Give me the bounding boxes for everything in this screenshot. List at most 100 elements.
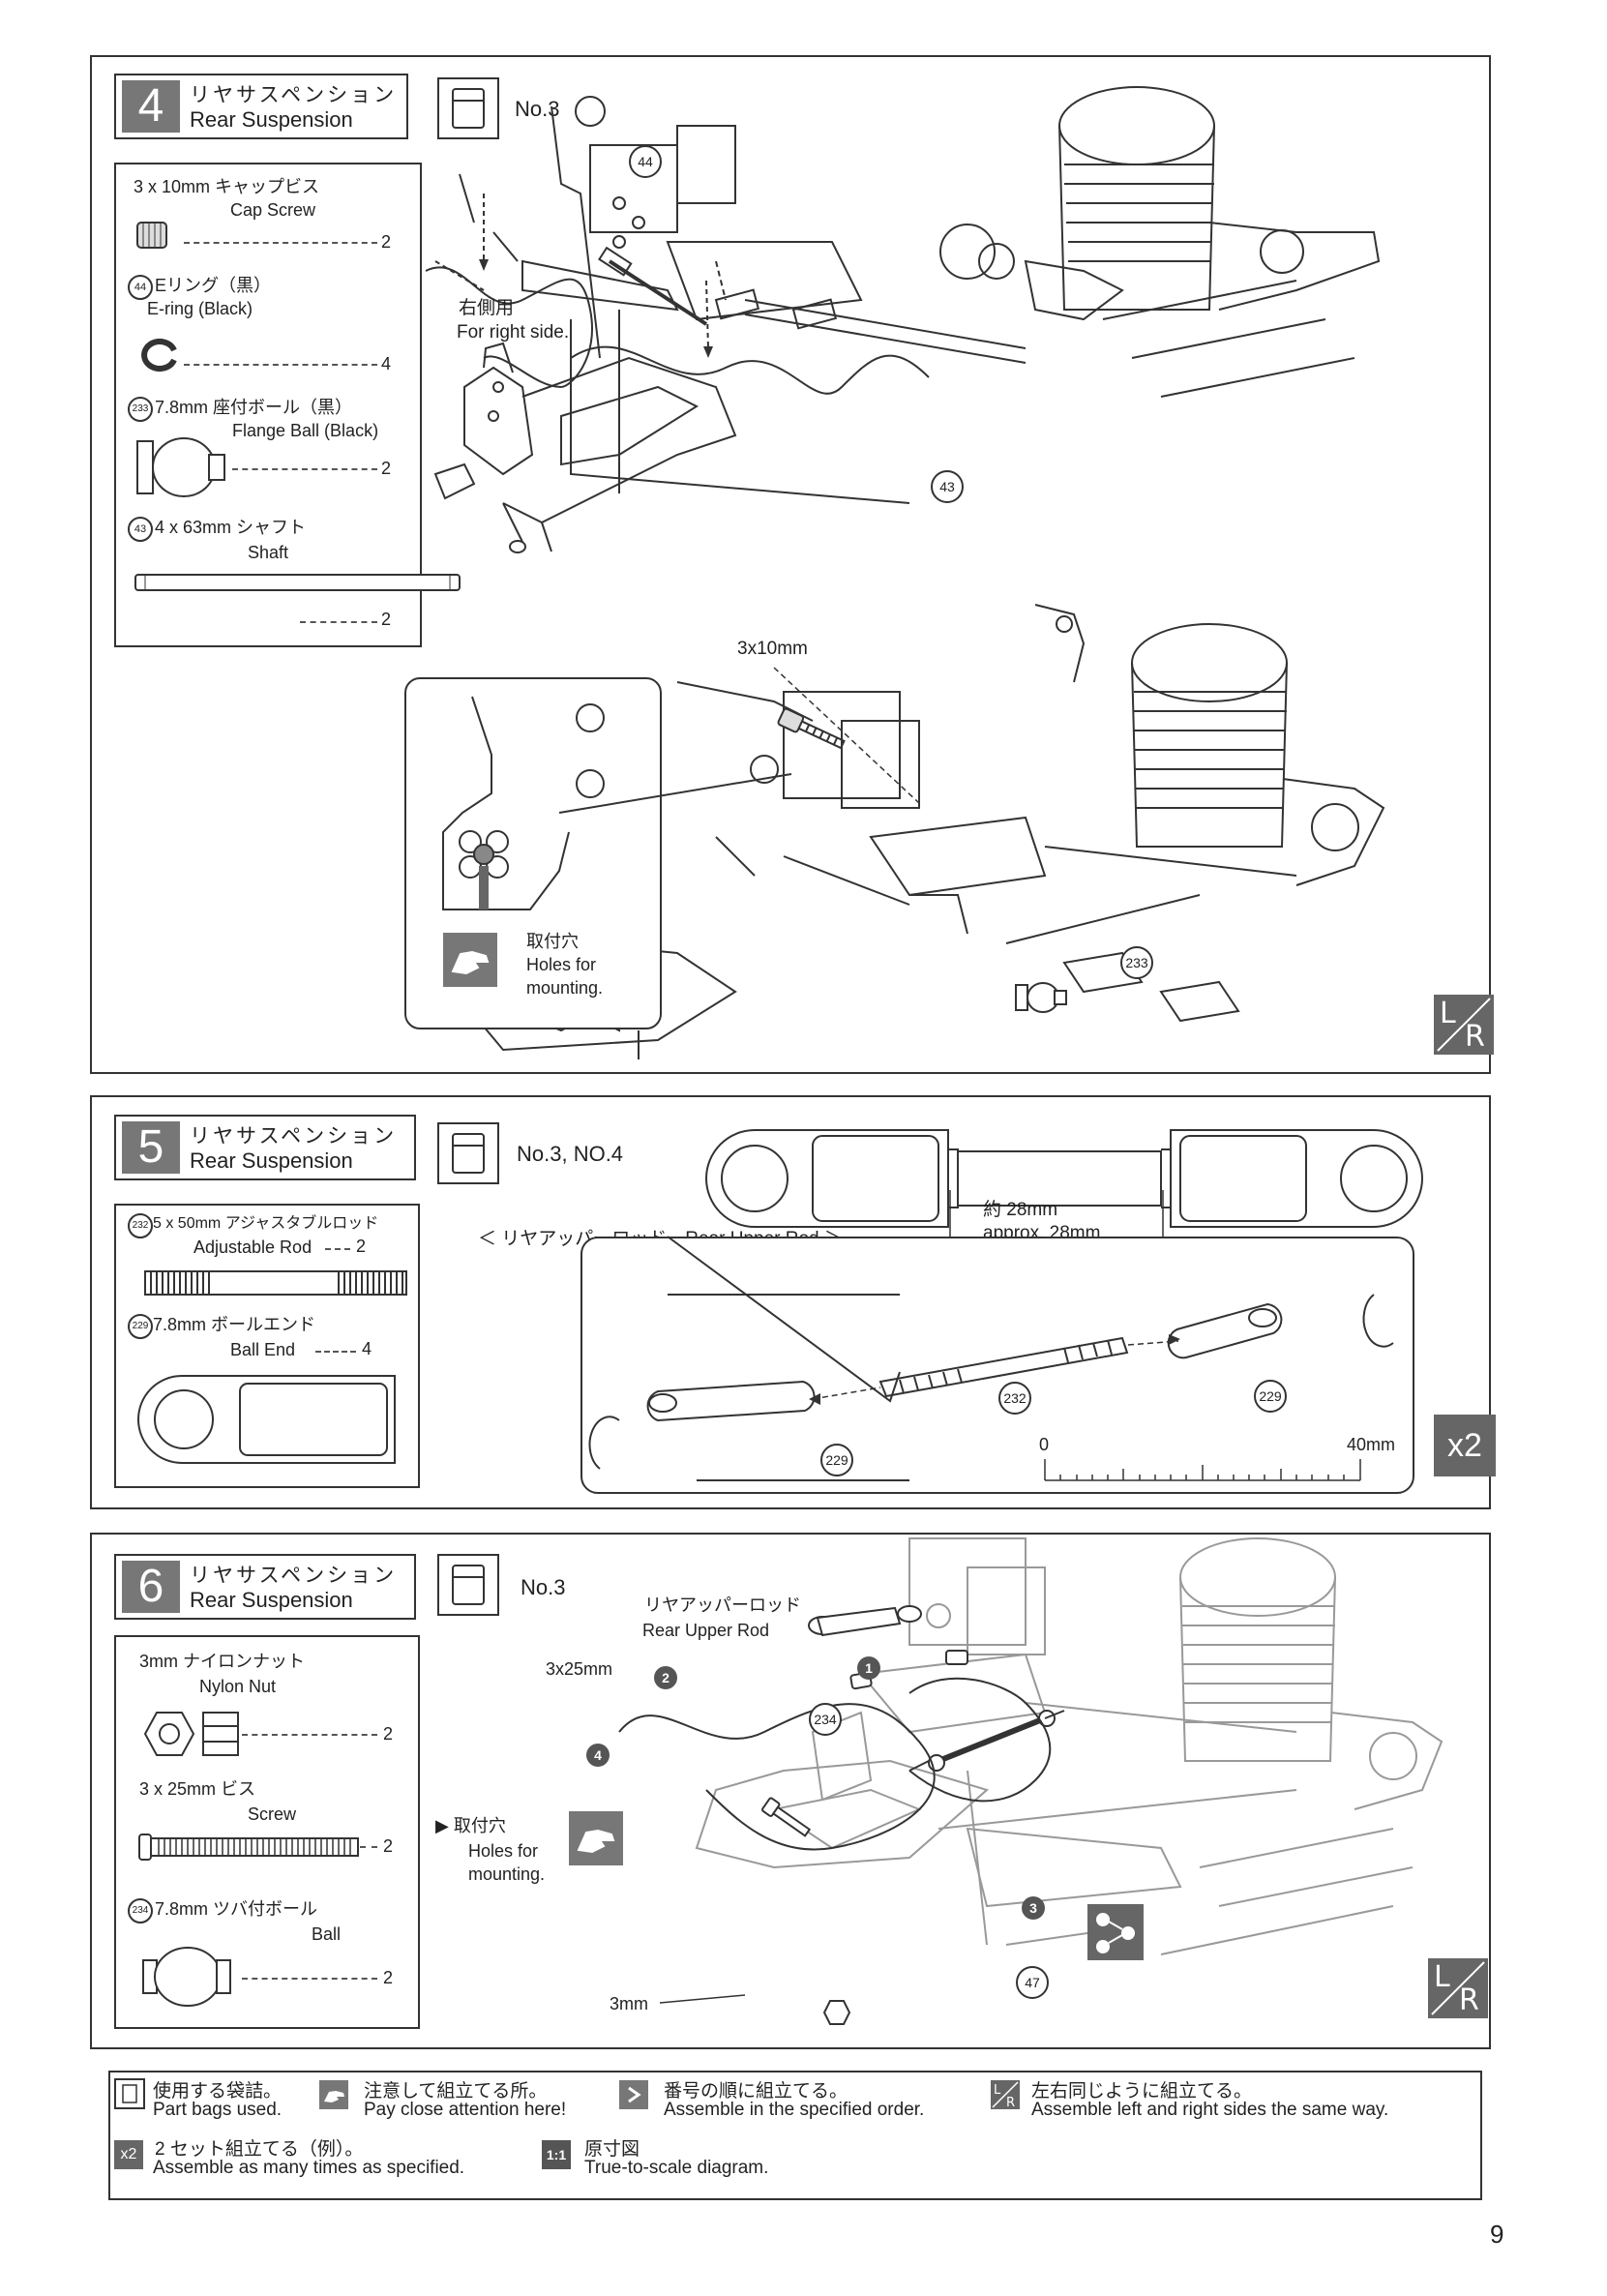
part-name-en: Ball — [312, 1924, 342, 1944]
legend-box — [108, 2071, 1482, 2200]
part-name-en: Cap Screw — [230, 200, 316, 220]
step6-number: 6 — [122, 1561, 180, 1613]
legend-jp: 使用する袋詰。 — [153, 2081, 283, 2102]
legend-en: Part bags used. — [153, 2100, 283, 2120]
sequence-3: 3 — [1022, 1896, 1045, 1920]
qty-leader — [315, 1351, 356, 1353]
step4-number: 4 — [122, 80, 180, 133]
step6-bag-icon — [437, 1554, 499, 1616]
arm-wavy-guide — [570, 345, 930, 395]
flanged-ball-icon — [142, 1947, 231, 2007]
legend-jp: 番号の順に組立てる。 — [664, 2081, 848, 2102]
callout-229-left: 229 — [820, 1444, 853, 1476]
leader-line — [773, 667, 920, 804]
part-callout: 229 — [128, 1314, 153, 1339]
step5-title-box: 5 リヤサスペンション Rear Suspension — [114, 1115, 416, 1180]
step6-chassis-illustration — [618, 1537, 1443, 2025]
ruler-ticks — [1044, 1459, 1361, 1481]
part-qty: 2 — [356, 1237, 367, 1256]
cap-screw-icon — [136, 222, 167, 249]
part-callout: 44 — [128, 275, 153, 300]
ruler-start-label: 0 — [1039, 1435, 1050, 1454]
part-qty: 2 — [383, 1724, 394, 1744]
part-name-en: Ball End — [230, 1340, 296, 1359]
part-name-en: E-ring (Black) — [147, 299, 253, 318]
step6-title-jp: リヤサスペンション — [190, 1565, 398, 1587]
attention-hand-icon — [569, 1811, 623, 1865]
part-callout: 232 — [128, 1213, 153, 1238]
part-name-en: Adjustable Rod — [193, 1237, 312, 1257]
step6-title-en: Rear Suspension — [190, 1588, 353, 1612]
shaft-icon — [134, 574, 461, 591]
legend-en: True-to-scale diagram. — [584, 2158, 769, 2178]
svg-text:L: L — [994, 2083, 1001, 2098]
step5-title-en: Rear Suspension — [190, 1148, 353, 1173]
step6-mount-jp: ▶ 取付穴 — [435, 1816, 506, 1835]
legend-en: Pay close attention here! — [364, 2100, 567, 2120]
part-name-en: Shaft — [248, 543, 289, 562]
qty-leader — [242, 1734, 377, 1736]
cap-screw-3x10-icon — [777, 707, 846, 750]
bag-icon — [114, 2078, 145, 2109]
part-qty: 2 — [383, 1968, 394, 1987]
qty-leader — [242, 1978, 377, 1980]
part-name-en: Screw — [248, 1804, 297, 1824]
legend-jp: 原寸図 — [584, 2139, 640, 2160]
e-ring-icon — [141, 339, 177, 372]
step6-mount-en-2: mounting. — [468, 1864, 546, 1884]
step5-number: 5 — [122, 1121, 180, 1174]
step4-parts-box: 3 x 10mm キャップビス Cap Screw 2 44 Eリング（黒） E… — [114, 163, 461, 647]
part-name-jp: 3mm ナイロンナット — [139, 1652, 305, 1671]
qty-leader — [184, 242, 377, 244]
step4-note-jp: 右側用 — [459, 298, 515, 318]
legend-jp: 2 セット組立てる（例）。 — [155, 2139, 364, 2160]
step5-title-jp: リヤサスペンション — [190, 1125, 398, 1148]
step4-chassis-illustration-top — [425, 86, 1381, 504]
nylon-nut-icon — [143, 1712, 239, 1756]
part-name-en: Nylon Nut — [199, 1677, 277, 1696]
order-icon — [1087, 1904, 1144, 1960]
step5-parts-box: 232 5 x 50mm アジャスタブルロッド Adjustable Rod 2… — [114, 1204, 420, 1488]
part-qty: 2 — [381, 232, 392, 252]
flange-ball-icon — [136, 437, 225, 497]
sequence-1: 1 — [857, 1656, 880, 1680]
part-name-en: Flange Ball (Black) — [232, 421, 379, 440]
adjustable-rod-icon — [144, 1270, 407, 1296]
part-qty: 4 — [362, 1339, 372, 1358]
ball-end-icon — [137, 1375, 396, 1464]
rod-exploded-inset — [580, 1237, 1414, 1494]
part-name-jp: 7.8mm 座付ボール（黒） — [155, 398, 353, 417]
legend-en: Assemble as many times as specified. — [153, 2158, 465, 2178]
svg-text:R: R — [1006, 2096, 1015, 2110]
step4-mount-jp: 取付穴 — [526, 932, 579, 951]
step4-mount-en-2: mounting. — [526, 978, 604, 998]
step6-rod-en: Rear Upper Rod — [642, 1621, 770, 1640]
part-name-jp: 5 x 50mm アジャスタブルロッド — [153, 1215, 379, 1232]
part-qty: 2 — [381, 459, 392, 478]
legend-en: Assemble in the specified order. — [664, 2100, 925, 2120]
qty-leader — [360, 1846, 377, 1848]
page-number: 9 — [1490, 2220, 1504, 2249]
qty-leader — [232, 468, 377, 470]
step4-screw-label: 3x10mm — [737, 639, 808, 659]
step6-mount-en-1: Holes for — [468, 1841, 539, 1861]
attention-hand-icon — [443, 933, 497, 987]
part-qty: 4 — [381, 354, 392, 373]
part-name-jp: 7.8mm ボールエンド — [153, 1315, 316, 1334]
step6-title-box: 6 リヤサスペンション Rear Suspension — [114, 1554, 416, 1620]
rod-exploded-drawing — [588, 1236, 1394, 1481]
order-icon — [619, 2080, 648, 2109]
flange-ball-233-icon — [1015, 982, 1067, 1013]
step6-nut-label: 3mm — [610, 1994, 648, 2013]
step5-bag-label: No.3, NO.4 — [517, 1142, 624, 1166]
step6-rod-jp: リヤアッパーロッド — [644, 1595, 801, 1615]
callout-233: 233 — [1120, 946, 1153, 979]
part-name-jp: 7.8mm ツバ付ボール — [155, 1899, 318, 1919]
step4-title-en: Rear Suspension — [190, 107, 353, 132]
part-name-jp: Eリング（黒） — [155, 276, 272, 295]
qty-leader — [184, 364, 377, 366]
qty-leader — [325, 1248, 350, 1250]
